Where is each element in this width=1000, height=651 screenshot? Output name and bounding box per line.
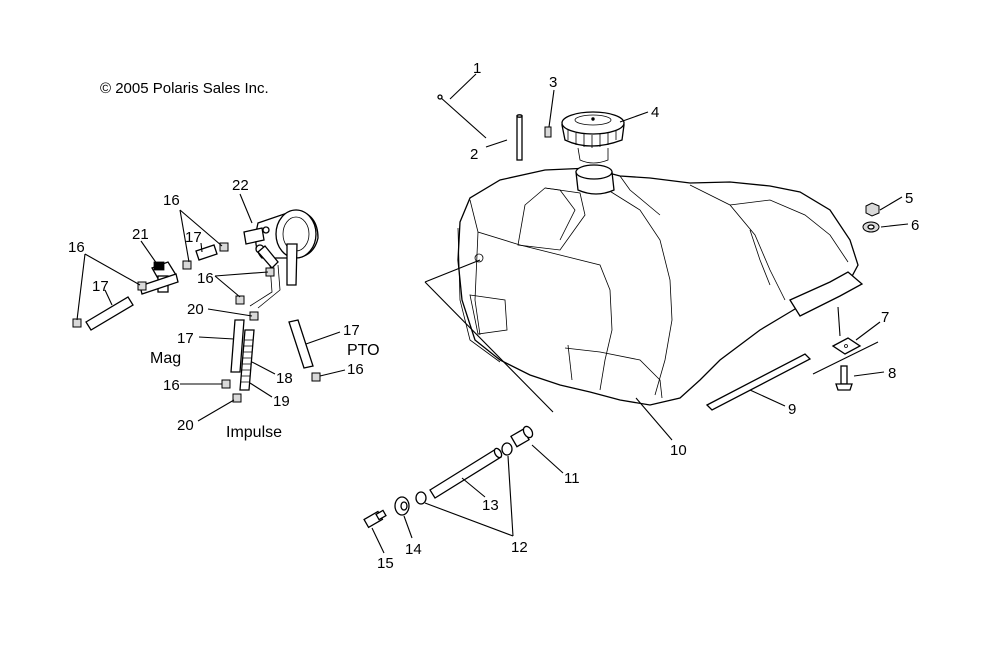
callout-11: 11 [564, 470, 580, 487]
callout-13: 13 [482, 497, 499, 514]
fuel-cap [561, 111, 625, 164]
copyright-text: © 2005 Polaris Sales Inc. [100, 80, 269, 97]
vent-rod [437, 94, 487, 139]
leader-lines [76, 73, 909, 554]
grommet-14 [394, 496, 410, 516]
bolt [835, 365, 853, 391]
callout-17-d: 17 [343, 322, 360, 339]
callout-21: 21 [132, 226, 149, 243]
coil-hose-18 [239, 329, 255, 391]
mount-plate [831, 337, 862, 355]
callout-9: 9 [788, 401, 796, 418]
clamp-12a [501, 442, 513, 456]
callout-22: 22 [232, 177, 249, 194]
callout-17-a: 17 [185, 229, 202, 246]
pump-hose [286, 243, 298, 286]
callout-15: 15 [377, 555, 394, 572]
ref-line-b [424, 281, 554, 413]
callout-7: 7 [881, 309, 889, 326]
hose-17-upper [195, 244, 218, 261]
callout-10: 10 [670, 442, 687, 459]
fuel-hose-13 [429, 447, 503, 499]
callout-18: 18 [276, 370, 293, 387]
ref-line-d [812, 341, 879, 375]
hose-17-pto [288, 319, 314, 369]
callout-16-b: 16 [68, 239, 85, 256]
callout-8: 8 [888, 365, 896, 382]
clamp-16-h [311, 372, 321, 382]
nut [865, 202, 880, 217]
washer [862, 221, 880, 233]
fitting-15 [363, 509, 387, 529]
clamp-16-a [182, 260, 192, 270]
fuel-tank [457, 164, 864, 406]
callout-2: 2 [470, 146, 478, 163]
callout-20-b: 20 [177, 417, 194, 434]
ref-line-c [837, 306, 841, 337]
ref-line-a [424, 259, 481, 283]
vent-rod-2 [516, 114, 523, 161]
callout-12: 12 [511, 539, 528, 556]
callout-14: 14 [405, 541, 422, 558]
vent-fitting [544, 126, 552, 138]
callout-20-a: 20 [187, 301, 204, 318]
fuel-pump [243, 209, 319, 259]
pump-line-2 [257, 264, 281, 309]
callout-16-e: 16 [163, 377, 180, 394]
clamp-16-d [72, 318, 82, 328]
hose-17-left [85, 296, 134, 331]
clamp-16-b [219, 242, 229, 252]
hose-17-mag [230, 319, 245, 373]
callout-17-b: 17 [92, 278, 109, 295]
callout-19: 19 [273, 393, 290, 410]
callout-1: 1 [473, 60, 481, 77]
callout-numbers: 1 2 3 4 5 6 7 8 9 10 11 12 13 14 15 16 1… [68, 60, 919, 572]
fitting-11 [510, 425, 534, 448]
clamp-20-b [232, 393, 242, 403]
callout-4: 4 [651, 104, 659, 121]
clamp-16-g [221, 379, 231, 389]
callout-16-c: 16 [197, 270, 214, 287]
callout-16-d: 16 [347, 361, 364, 378]
callout-5: 5 [905, 190, 913, 207]
clamp-16-c [137, 281, 147, 291]
fuel-valve [139, 261, 179, 295]
clamp-16-f [235, 295, 245, 305]
label-mag: Mag [150, 350, 181, 367]
callout-16-a: 16 [163, 192, 180, 209]
callout-3: 3 [549, 74, 557, 91]
callout-6: 6 [911, 217, 919, 234]
label-impulse: Impulse [226, 424, 282, 441]
callout-17-c: 17 [177, 330, 194, 347]
label-pto: PTO [347, 342, 380, 359]
tank-strap [705, 353, 812, 411]
clamp-12b [415, 491, 427, 505]
